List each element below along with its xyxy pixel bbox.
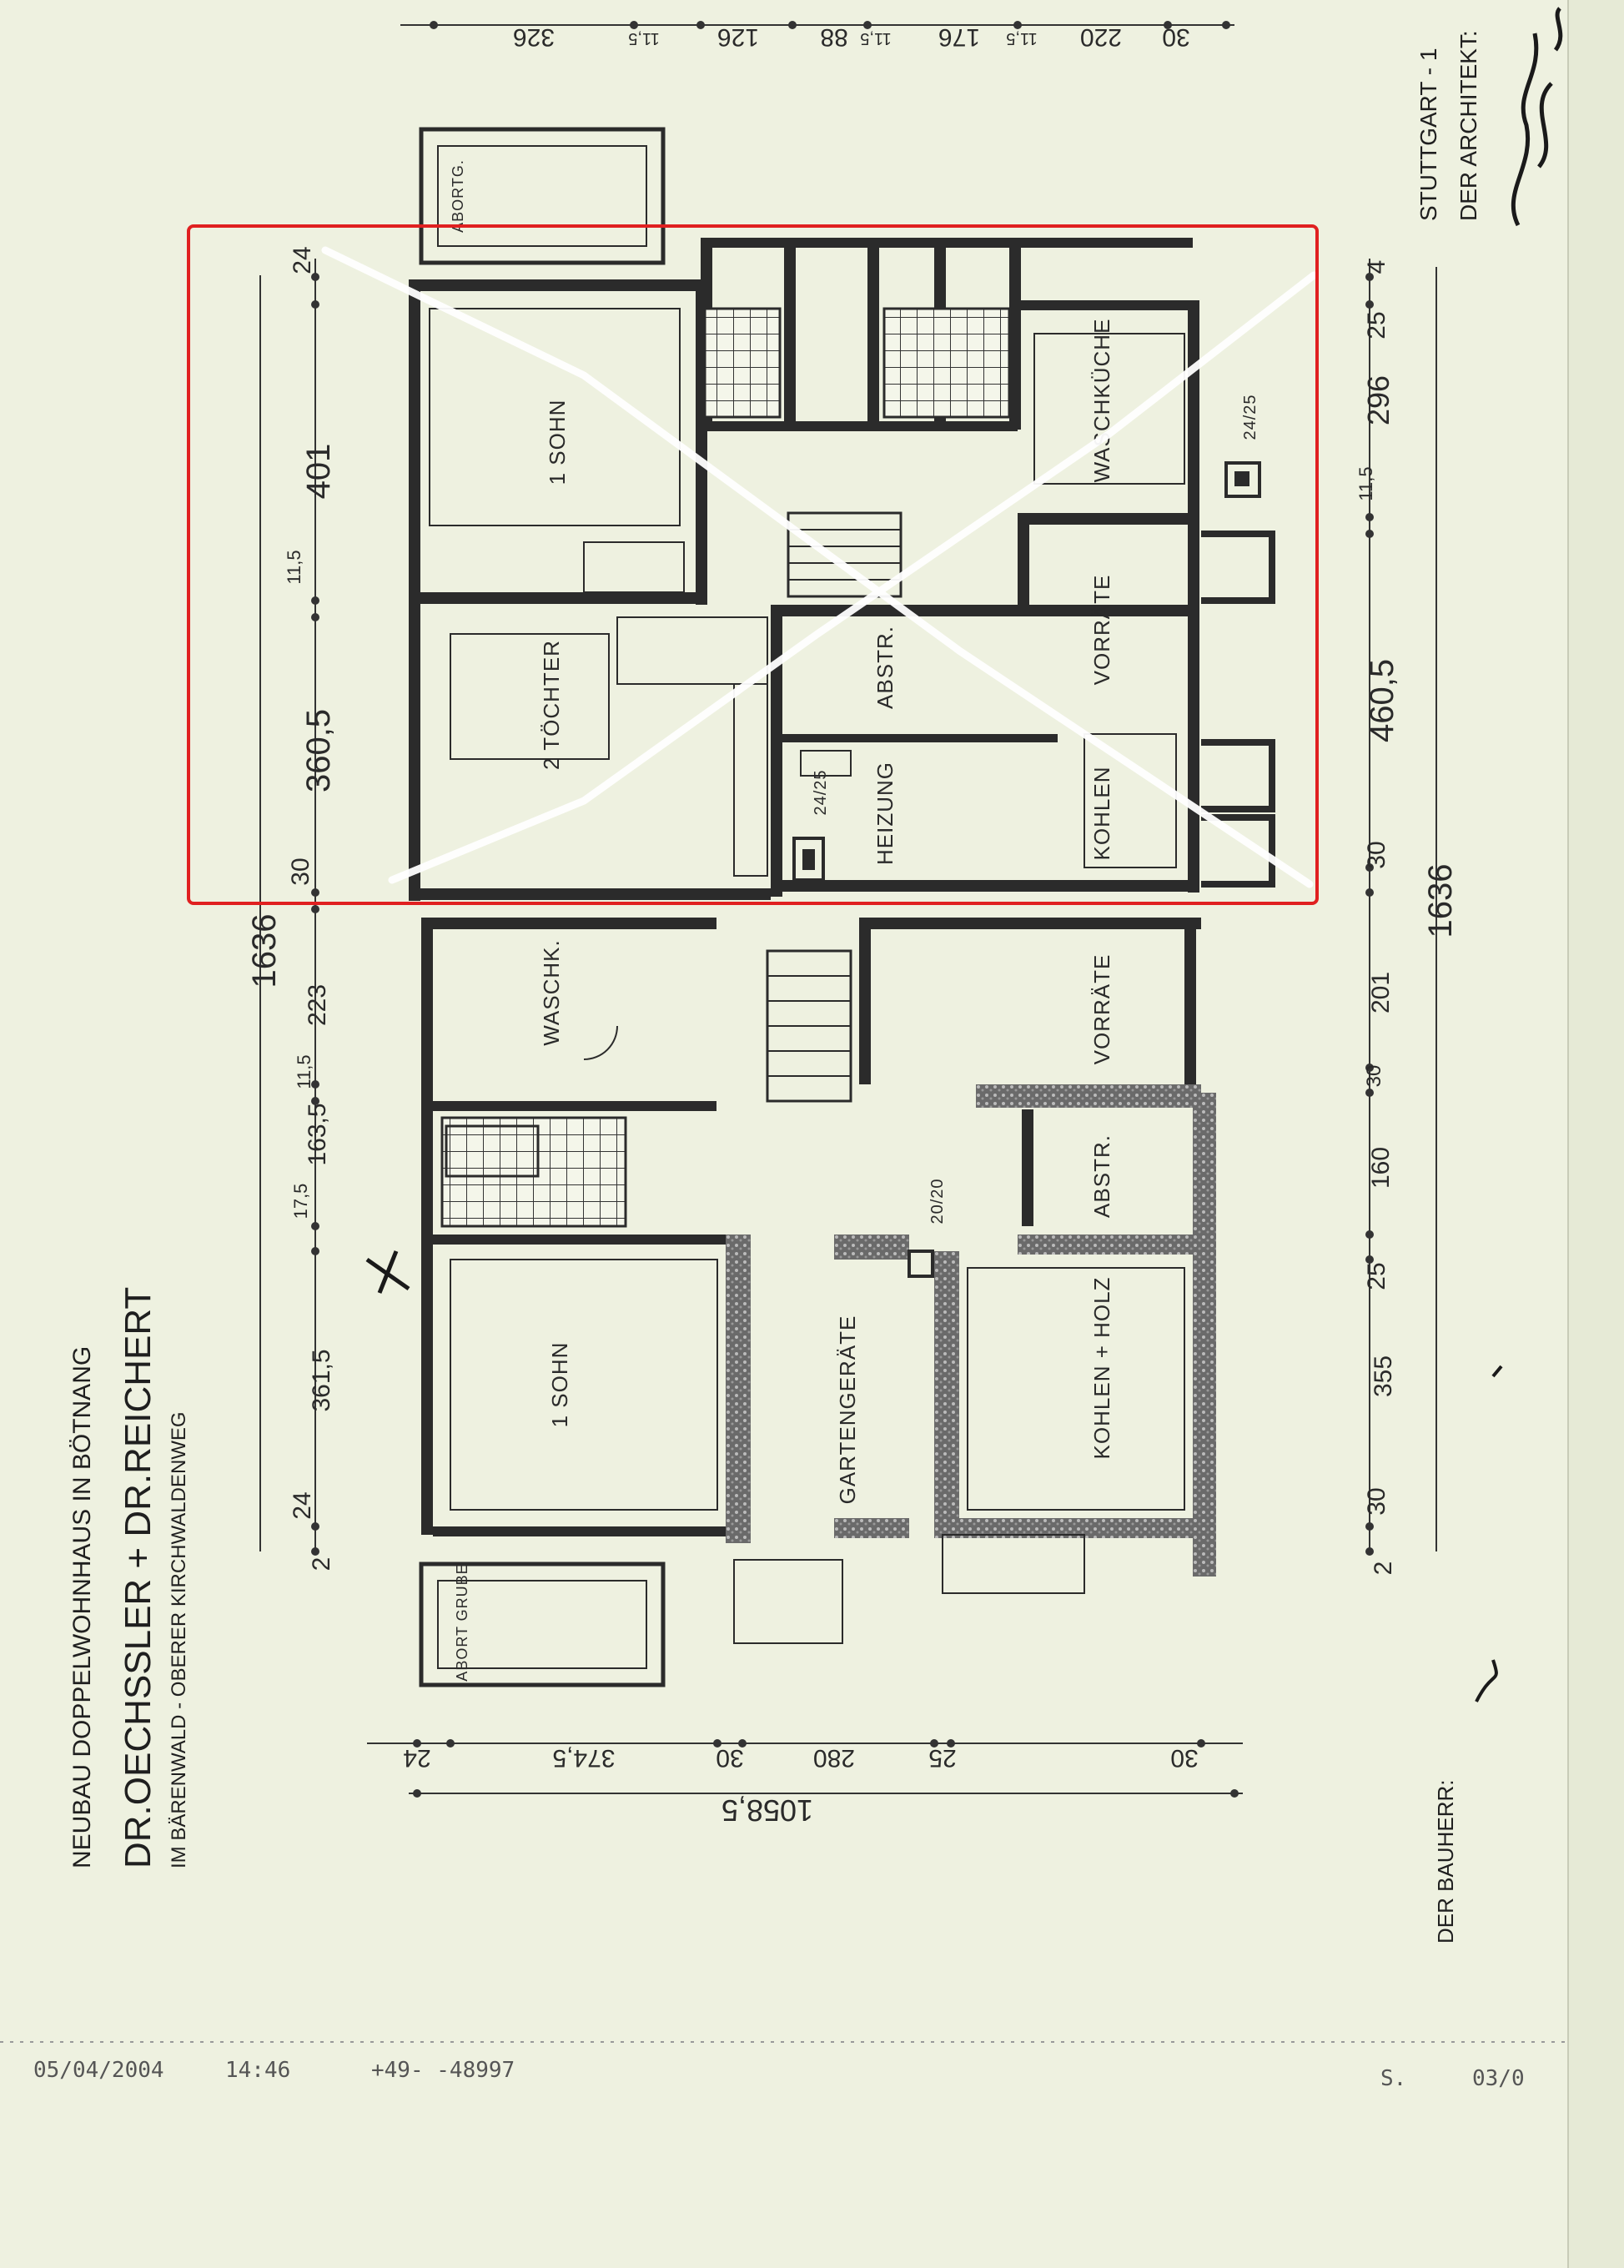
room-abstr-lower: ABSTR. [1089,1134,1114,1218]
title-block: NEUBAU DOPPELWOHNHAUS IN BÖTNANG DR.OECH… [68,1287,190,1868]
svg-text:11,5: 11,5 [860,29,891,48]
fax-number: +49- -48997 [371,2058,515,2083]
svg-text:30: 30 [1363,1487,1390,1515]
svg-text:2: 2 [1370,1561,1397,1576]
svg-text:1636: 1636 [1422,864,1459,938]
svg-text:11,5: 11,5 [284,550,304,584]
svg-text:30: 30 [716,1744,743,1772]
svg-text:30: 30 [1363,841,1390,868]
fax-page-number: 03/0 [1472,2066,1525,2091]
svg-text:460,5: 460,5 [1364,659,1400,742]
room-labels-lower: WASCHK. VORRÄTE ABSTR. 1 SOHN GARTENGERÄ… [450,159,1114,1682]
highlight-box [187,224,1319,905]
svg-text:17,5: 17,5 [290,1184,311,1219]
room-abortg: ABORTG. [450,159,466,233]
svg-text:176: 176 [938,23,980,51]
chimney-size-a: 24/25 [812,769,830,815]
x-mark [365,1250,410,1294]
owner-mark [1475,1365,1503,1702]
svg-text:30: 30 [1170,1744,1198,1772]
room-abortgrube: ABORT GRUBE [454,1563,470,1681]
dimension-ticks [311,21,1374,1798]
svg-text:11,5: 11,5 [1355,466,1376,500]
room-kohlen-holz: KOHLEN + HOLZ [1089,1277,1114,1460]
room-toechter: 2 TÖCHTER [539,640,564,770]
svg-text:1636: 1636 [246,914,283,988]
room-vorraete-upper: VORRÄTE [1089,575,1114,686]
site-location: IM BÄRENWALD - OBERER KIRCHWALDENWEG [168,1411,190,1868]
room-gartengeraete: GARTENGERÄTE [835,1315,860,1505]
owner-label: DER BAUHERR: [1433,1780,1458,1944]
dims-bottom-labels: 24 374,5 30 280 25 30 1058,5 [403,1744,1198,1828]
architect-city: STUTTGART - 1 [1415,48,1441,221]
room-waschk: WASCHK. [539,939,564,1045]
walls-upper-unit [409,238,1199,901]
room-vorraete-lower: VORRÄTE [1089,954,1114,1065]
dims-top-labels: 326 11,5 126 88 11,5 176 11,5 220 30 [513,23,1190,51]
svg-text:30: 30 [1162,23,1189,51]
svg-text:25: 25 [928,1744,956,1772]
svg-text:126: 126 [717,23,759,51]
chimney-size-b: 24/25 [1241,394,1259,440]
fax-footer: 05/04/2004 14:46 +49- -48997 S. 03/0 [33,2058,1525,2091]
erase-cross [321,246,1318,888]
svg-text:4: 4 [1363,260,1390,274]
svg-text:201: 201 [1367,972,1395,1013]
architect-signature [1511,7,1563,227]
svg-text:223: 223 [304,984,331,1026]
room-kohlen: KOHLEN [1089,767,1114,861]
svg-text:160: 160 [1367,1147,1395,1189]
scan-edge [1568,0,1624,2268]
svg-text:361,5: 361,5 [308,1349,335,1411]
dimension-lines [259,24,1437,1794]
svg-text:355: 355 [1370,1355,1397,1397]
svg-text:30: 30 [287,857,314,885]
fax-time: 14:46 [225,2058,290,2083]
svg-text:24: 24 [289,1491,316,1519]
chimney-size-lower: 20/20 [928,1178,947,1224]
fax-date: 05/04/2004 [33,2058,164,2083]
svg-text:163,5: 163,5 [304,1103,331,1165]
architect-label: DER ARCHITEKT: [1456,30,1481,221]
svg-text:360,5: 360,5 [300,709,337,792]
svg-text:25: 25 [1363,1262,1390,1290]
dims-left-labels: 24 401 11,5 360,5 30 1636 223 11,5 163,5… [246,246,337,1571]
architect-block: STUTTGART - 1 DER ARCHITEKT: [1415,7,1563,227]
dims-right-labels: 4 25 296 11,5 460,5 30 1636 201 30 160 2… [1355,260,1459,1576]
room-waschkueche: WASCHKÜCHE [1089,319,1114,483]
svg-text:11,5: 11,5 [294,1054,314,1089]
svg-text:296: 296 [1361,375,1395,425]
svg-text:374,5: 374,5 [552,1744,615,1772]
svg-text:326: 326 [513,23,555,51]
project-title: NEUBAU DOPPELWOHNHAUS IN BÖTNANG [68,1346,96,1868]
svg-text:24: 24 [403,1744,430,1772]
svg-text:2: 2 [308,1557,335,1572]
svg-text:11,5: 11,5 [1006,29,1037,48]
svg-text:401: 401 [300,444,337,500]
svg-text:30: 30 [1363,1065,1385,1088]
svg-text:11,5: 11,5 [628,29,659,48]
room-heizung: HEIZUNG [872,762,897,865]
svg-text:25: 25 [1363,311,1390,339]
svg-text:280: 280 [813,1744,855,1772]
svg-text:220: 220 [1080,23,1122,51]
client-names: DR.OECHSSLER + DR.REICHERT [118,1287,158,1868]
room-abstr-upper: ABSTR. [872,626,897,709]
svg-text:24: 24 [289,246,316,274]
fax-page-label: S. [1380,2066,1406,2091]
room-sohn-upper: 1 SOHN [545,400,570,485]
room-sohn-lower: 1 SOHN [547,1342,572,1428]
svg-text:1058,5: 1058,5 [721,1793,813,1828]
svg-text:88: 88 [820,23,847,51]
room-labels-upper: 1 SOHN 2 TÖCHTER WASCHKÜCHE ABSTR. HEIZU… [539,319,1259,865]
